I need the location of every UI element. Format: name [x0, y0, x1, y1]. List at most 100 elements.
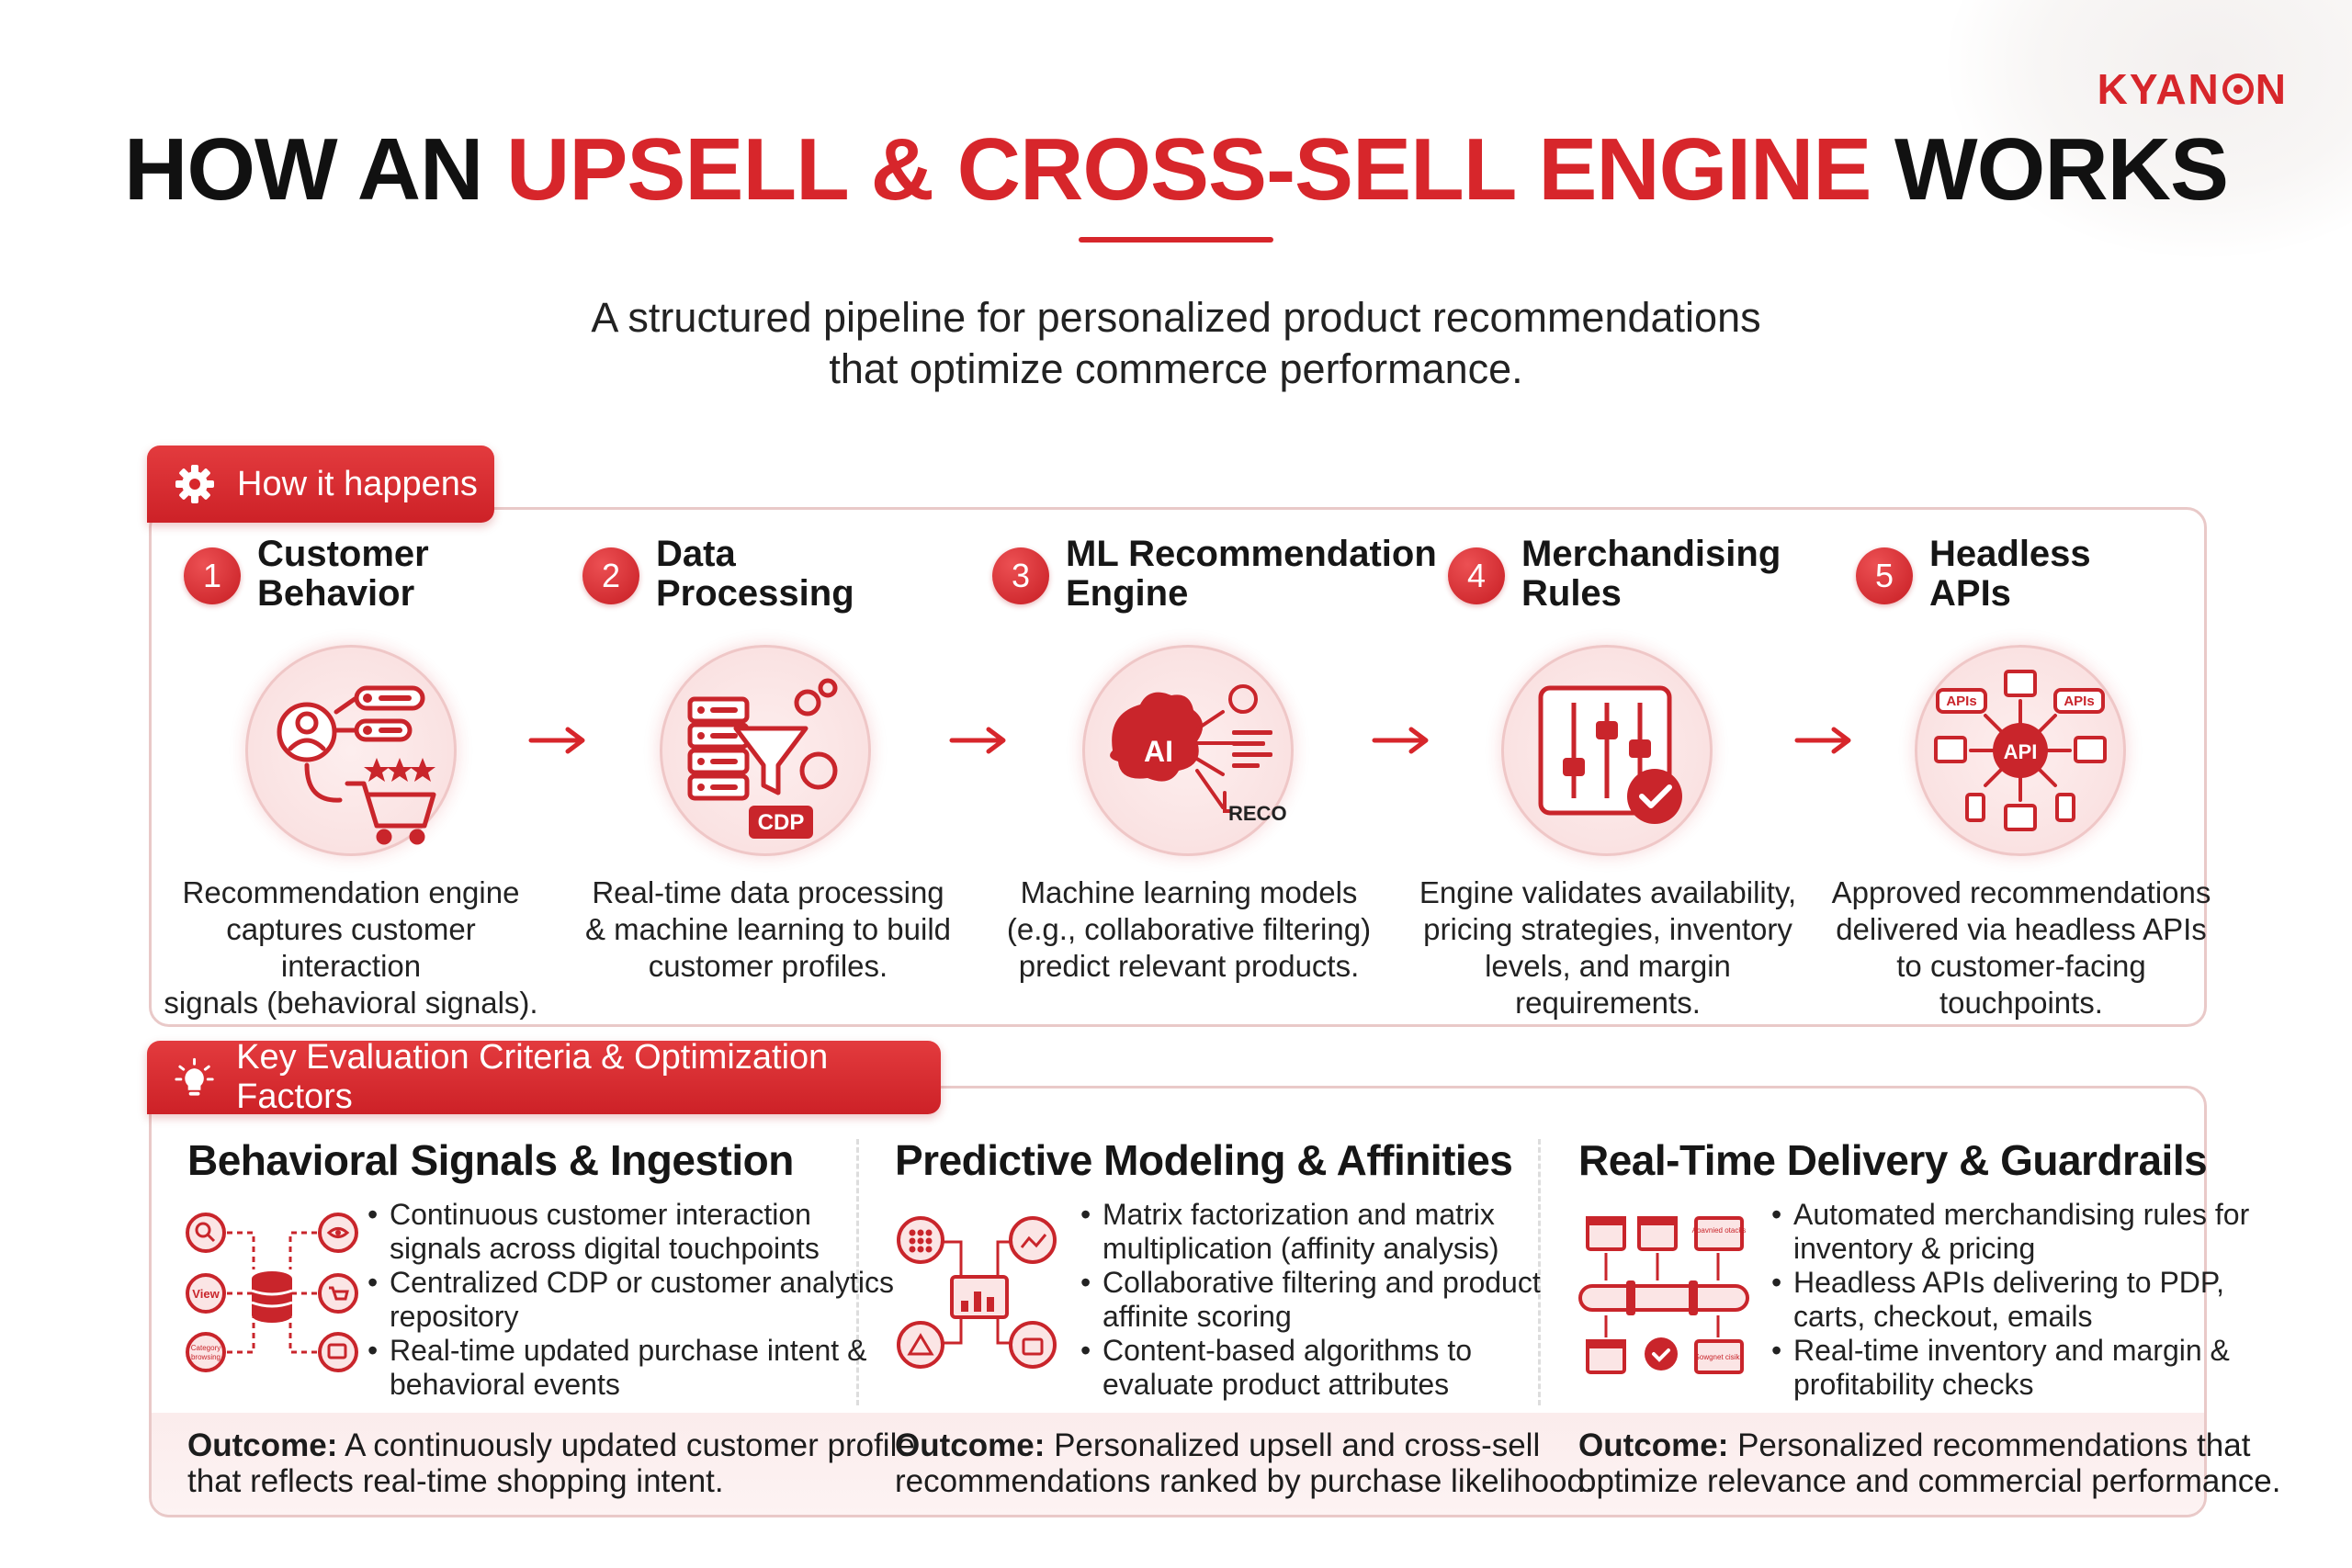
column-title: Behavioral Signals & Ingestion — [187, 1136, 794, 1184]
step-2: 2 Data Processing — [582, 535, 968, 614]
step-title-line-2: Rules — [1521, 573, 1622, 614]
title-accent: UPSELL & CROSS-SELL ENGINE — [506, 120, 1871, 219]
title-part2: WORKS — [1871, 120, 2229, 219]
outcome-line-2: optimize relevance and commercial perfor… — [1578, 1463, 2281, 1499]
outcome-line-1: Personalized recommendations that — [1728, 1427, 2251, 1463]
step-title: Data Processing — [656, 535, 854, 614]
step-number: 5 — [1856, 547, 1913, 604]
step-1-description: Recommendation engine captures customer … — [158, 874, 544, 1021]
outcome-text: Outcome: A continuously updated customer… — [187, 1427, 915, 1499]
step-title-line-2: APIs — [1929, 573, 2011, 614]
step-title-line-1: Merchandising — [1521, 534, 1781, 574]
step-4-description: Engine validates availability, pricing s… — [1415, 874, 1801, 1021]
bullet-item: Matrix factorization and matrixmultiplic… — [1080, 1198, 1541, 1266]
description-line: Recommendation engine — [182, 875, 520, 909]
title-underline — [1079, 237, 1273, 243]
browsing-label: browsing — [191, 1353, 220, 1361]
title-part1: HOW AN — [123, 120, 507, 219]
ai-label: AI — [1144, 735, 1173, 768]
description-line: customer profiles. — [648, 949, 888, 983]
gear-icon — [175, 465, 214, 503]
step-number: 1 — [184, 547, 241, 604]
step-number: 3 — [992, 547, 1049, 604]
subtitle-line-2: that optimize commerce performance. — [829, 345, 1523, 392]
guardrail-label-top: Aoavnied otacks — [1692, 1226, 1747, 1235]
apis-label-left: APIs — [1946, 694, 1976, 709]
signals-ingestion-icon: View Category browsing — [186, 1213, 358, 1372]
description-line: pricing strategies, inventory — [1423, 912, 1792, 946]
step-title-line-2: Engine — [1066, 573, 1189, 614]
outcome-label: Outcome: — [895, 1427, 1046, 1463]
outcome-label: Outcome: — [187, 1427, 338, 1463]
step-1: 1 Customer Behavior — [184, 535, 570, 614]
outcome-text: Outcome: Personalized upsell and cross-s… — [895, 1427, 1594, 1499]
flow-arrow-icon — [528, 727, 585, 754]
outcome-line-1: A continuously updated customer profile — [337, 1427, 915, 1463]
how-it-happens-tab: How it happens — [147, 446, 494, 523]
step-title: Customer Behavior — [257, 535, 429, 614]
delivery-guardrails-icon: Aoavnied otacks Sowgnet cisiks — [1578, 1216, 1749, 1374]
bullet-item: Real-time updated purchase intent &behav… — [368, 1334, 894, 1402]
outcome-label: Outcome: — [1578, 1427, 1729, 1463]
description-line: Real-time data processing — [592, 875, 944, 909]
column-title: Real-Time Delivery & Guardrails — [1578, 1136, 2208, 1184]
step-2-description: Real-time data processing & machine lear… — [575, 874, 961, 985]
bullet-item: Centralized CDP or customer analyticsrep… — [368, 1266, 894, 1334]
column-behavioral-signals: Behavioral Signals & Ingestion — [187, 1135, 794, 1185]
column-title: Predictive Modeling & Affinities — [895, 1136, 1513, 1184]
step-title-line-2: Processing — [656, 573, 854, 614]
description-line: Engine validates availability, — [1419, 875, 1797, 909]
description-line: delivered via headless APIs — [1836, 912, 2207, 946]
predictive-modeling-icon — [897, 1216, 1057, 1369]
apis-label-right: APIs — [2064, 694, 2094, 709]
column-bullets: Automated merchandising rules forinvento… — [1771, 1198, 2249, 1402]
step-5-description: Approved recommendations delivered via h… — [1828, 874, 2214, 1021]
cdp-label: CDP — [758, 810, 805, 835]
step-5: 5 Headless APIs — [1856, 535, 2242, 614]
flow-arrow-icon — [949, 727, 1006, 754]
step-title-line-1: Headless — [1929, 534, 2091, 574]
description-line: captures customer interaction — [226, 912, 476, 983]
column-predictive-modeling: Predictive Modeling & Affinities — [895, 1135, 1513, 1185]
lightbulb-icon — [175, 1057, 214, 1096]
description-line: Approved recommendations — [1831, 875, 2211, 909]
outcome-band — [152, 1413, 2204, 1515]
outcome-text: Outcome: Personalized recommendations th… — [1578, 1427, 2281, 1499]
description-line: (e.g., collaborative filtering) — [1006, 912, 1372, 946]
description-line: requirements. — [1515, 986, 1701, 1020]
step-title-line-1: ML Recommendation — [1066, 534, 1437, 574]
headless-api-icon: API APIs APIs — [1915, 645, 2126, 856]
criteria-tab: Key Evaluation Criteria & Optimization F… — [147, 1038, 941, 1116]
description-line: touchpoints. — [1939, 986, 2103, 1020]
guardrail-label-bottom: Sowgnet cisiks — [1695, 1353, 1744, 1361]
logo-target-icon — [2222, 73, 2254, 105]
merchandising-rules-icon — [1501, 645, 1713, 856]
step-title: Merchandising Rules — [1521, 535, 1781, 614]
subtitle-line-1: A structured pipeline for personalized p… — [591, 294, 1761, 341]
api-label: API — [2004, 740, 2038, 763]
page-subtitle: A structured pipeline for personalized p… — [0, 292, 2352, 395]
description-line: predict relevant products. — [1018, 949, 1360, 983]
column-delivery-guardrails: Real-Time Delivery & Guardrails — [1578, 1135, 2208, 1185]
customer-behavior-icon — [245, 645, 457, 856]
step-3: 3 ML Recommendation Engine — [992, 535, 1470, 614]
flow-arrow-icon — [1794, 727, 1851, 754]
outcome-line-2: that reflects real-time shopping intent. — [187, 1463, 724, 1499]
bullet-item: Collaborative filtering and productaffin… — [1080, 1266, 1541, 1334]
bullet-item: Headless APIs delivering to PDP,carts, c… — [1771, 1266, 2249, 1334]
description-line: signals (behavioral signals). — [164, 986, 538, 1020]
flow-arrow-icon — [1372, 727, 1429, 754]
step-number: 2 — [582, 547, 639, 604]
bullet-item: Real-time inventory and margin &profitab… — [1771, 1334, 2249, 1402]
step-4: 4 Merchandising Rules — [1448, 535, 1834, 614]
data-processing-icon: CDP — [660, 645, 871, 856]
step-title: ML Recommendation Engine — [1066, 535, 1437, 614]
step-3-description: Machine learning models (e.g., collabora… — [996, 874, 1382, 985]
ml-engine-icon: AI RECO — [1082, 645, 1294, 856]
step-number: 4 — [1448, 547, 1505, 604]
reco-label: RECO — [1228, 802, 1287, 825]
